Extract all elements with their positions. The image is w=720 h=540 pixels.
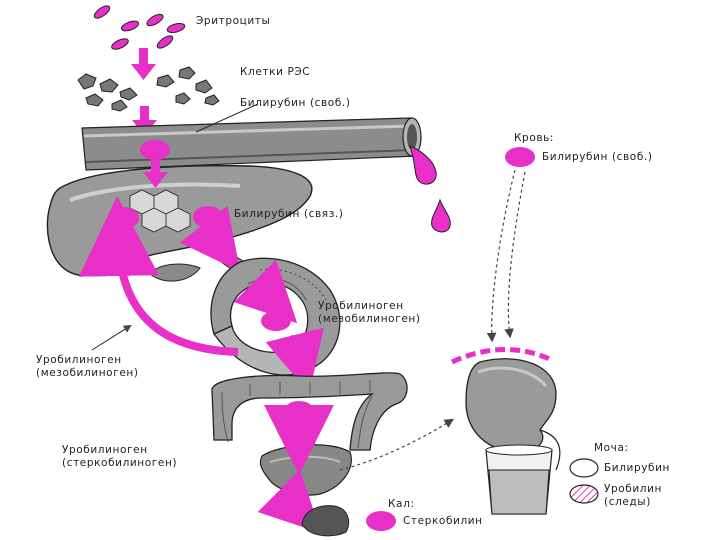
arrow-enterohepatic-return xyxy=(78,196,239,356)
label-urine-title: Моча: xyxy=(594,442,629,454)
label-feces-title: Кал: xyxy=(388,498,415,510)
label-erythrocytes: Эритроциты xyxy=(196,15,271,27)
bilirubin-dot-liver-right xyxy=(193,206,223,228)
urine-glass xyxy=(485,444,553,515)
label-urobilinogen-meso-left-2: (мезобилиноген) xyxy=(36,367,139,379)
kidney xyxy=(450,347,561,471)
blood-bilirubin-dot xyxy=(505,147,535,167)
label-blood-title: Кровь: xyxy=(514,132,555,144)
label-bilirubin-free-top: Билирубин (своб.) xyxy=(240,97,351,109)
blood-drop-1 xyxy=(409,145,437,185)
arrow-duodenum-2 xyxy=(265,327,324,394)
feces-stercobilin-dot xyxy=(366,511,396,531)
label-urine-urobilin-2: (следы) xyxy=(604,496,651,508)
arrow-erythro-res xyxy=(131,48,156,80)
label-urine-bilirubin: Билирубин xyxy=(604,462,671,474)
leader-bilirubin-free xyxy=(195,103,259,133)
dashed-path-blood-kidney-1 xyxy=(486,169,516,343)
dashed-path-blood-kidney-2 xyxy=(504,171,526,339)
label-urobilinogen-meso-right-2: (мезобилиноген) xyxy=(318,313,421,325)
arrow-liver-duct xyxy=(179,205,241,272)
urine-urobilin-hatched-circle xyxy=(569,484,599,504)
urine-bilirubin-circle xyxy=(569,458,599,478)
erythrocytes-group xyxy=(93,5,186,50)
bilirubin-free-dot-vessel xyxy=(140,140,170,160)
label-urobilinogen-sterco-1: Уробилиноген xyxy=(62,444,148,456)
label-urobilinogen-sterco-2: (стеркобилиноген) xyxy=(62,457,178,469)
label-urine-urobilin-1: Уробилин xyxy=(604,483,662,495)
label-urobilinogen-meso-right-1: Уробилиноген xyxy=(318,300,404,312)
blood-vessel xyxy=(81,117,422,171)
feces-shape xyxy=(301,505,350,537)
urobilinogen-dot-duodenum xyxy=(261,311,291,331)
urobilinogen-dot-colon xyxy=(284,401,314,421)
colon xyxy=(211,372,408,451)
arrow-rectum-feces xyxy=(257,469,322,534)
label-blood-bilirubin-free: Билирубин (своб.) xyxy=(542,151,653,163)
bilirubin-dot-liver-left xyxy=(109,207,139,229)
arrow-vessel-liver xyxy=(143,160,168,188)
label-res-cells: Клетки РЭС xyxy=(240,66,311,78)
label-feces-stercobilin: Стеркобилин xyxy=(403,515,483,527)
blood-drop-2 xyxy=(431,198,451,233)
arrow-duodenum-1 xyxy=(233,259,298,324)
res-cells-group xyxy=(77,66,220,112)
label-urobilinogen-meso-left-1: Уробилиноген xyxy=(36,354,122,366)
leader-urobilinogen-left xyxy=(91,324,132,351)
label-bilirubin-bound: Билирубин (связ.) xyxy=(234,208,344,220)
rectum xyxy=(259,444,352,496)
dashed-path-rectum-kidney xyxy=(339,418,455,471)
